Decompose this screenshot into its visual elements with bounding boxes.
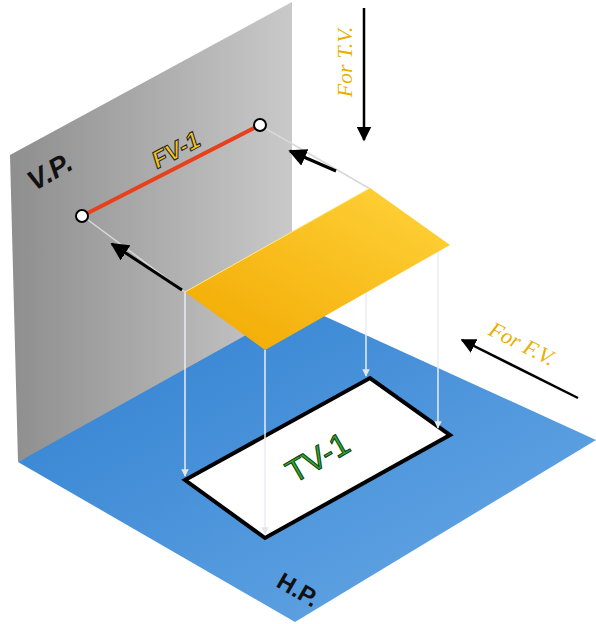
- direction-label: For F.V.: [485, 316, 560, 371]
- plane-label: V.P.: [22, 146, 78, 197]
- plane-label: TV-1: [279, 425, 356, 491]
- direction-label: For T.V.: [332, 27, 358, 98]
- projector-line: [437, 245, 439, 428]
- vertical-plane-shape: [10, 2, 293, 464]
- vertical-plane: V.P.: [10, 2, 293, 464]
- top-view-outline: TV-1: [183, 376, 453, 540]
- end-point: [254, 119, 266, 131]
- projector-line: [184, 292, 186, 476]
- end-point: [76, 210, 88, 222]
- top-view-outline-outline: [185, 378, 450, 538]
- horizontal-plane-outline: [18, 305, 596, 622]
- direction-arrow: [363, 8, 366, 140]
- projection-arrow: [290, 151, 336, 171]
- projector-line: [264, 350, 266, 534]
- plane-label: H.P.: [272, 567, 324, 613]
